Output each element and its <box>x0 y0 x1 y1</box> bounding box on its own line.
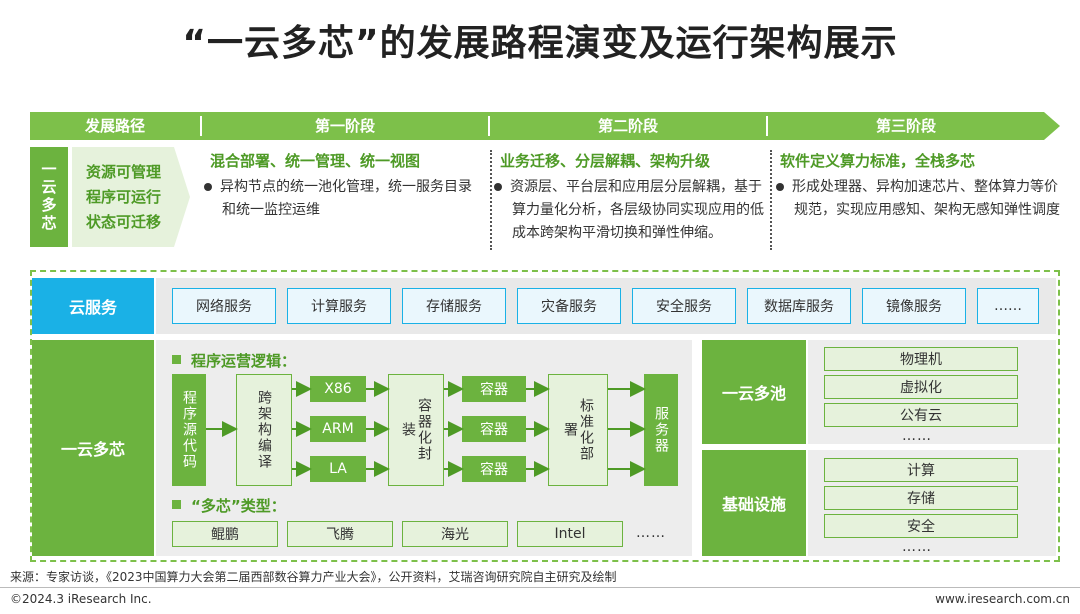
square-bullet-icon <box>172 500 181 509</box>
container-2: 容器 <box>462 416 526 442</box>
pool-physical: 物理机 <box>824 347 1018 371</box>
stage-2-text: 资源层、平台层和应用层分层解耦，基于算力量化分析，各层级协同实现应用的低成本跨架… <box>494 176 766 245</box>
service-backup: 灾备服务 <box>517 288 621 324</box>
footer-divider <box>0 587 1080 588</box>
square-bullet-icon <box>172 355 181 364</box>
program-logic-title: 程序运营逻辑： <box>172 350 296 371</box>
header-stage-2: 第二阶段 <box>597 117 658 135</box>
infra-more: …… <box>902 539 932 555</box>
infrastructure-label: 基础设施 <box>702 450 806 556</box>
header-separator <box>488 116 490 136</box>
service-database: 数据库服务 <box>747 288 851 324</box>
pool-public-cloud: 公有云 <box>824 403 1018 427</box>
arch-x86: X86 <box>310 376 366 402</box>
service-more: …… <box>977 288 1039 324</box>
server-box: 服务器 <box>644 374 678 486</box>
header-separator <box>766 116 768 136</box>
container-pack-box: 容器化封装 <box>388 374 444 486</box>
stage-divider <box>770 150 772 250</box>
arch-la: LA <box>310 456 366 482</box>
page-title: “一云多芯”的发展路程演变及运行架构展示 <box>182 23 898 64</box>
one-cloud-multi-chip-label: 一云多芯 <box>32 340 154 556</box>
chip-type-title: “多芯”类型： <box>172 495 286 516</box>
flow-arrows <box>206 381 646 477</box>
website-link[interactable]: www.iresearch.com.cn <box>935 592 1070 606</box>
stage-3-text: 形成处理器、异构加速芯片、整体算力等价规范，实现应用感知、架构无感知弹性调度 <box>776 176 1060 222</box>
pool-virtual: 虚拟化 <box>824 375 1018 399</box>
capability-item: 资源可管理 <box>86 162 162 181</box>
std-deploy-box: 标准化部署 <box>548 374 608 486</box>
chip-haiguang: 海光 <box>402 521 508 547</box>
bullet-icon <box>204 183 212 191</box>
chip-more: …… <box>636 525 666 541</box>
service-security: 安全服务 <box>632 288 736 324</box>
architecture-container <box>30 270 1060 562</box>
one-cloud-multi-pool-label: 一云多池 <box>702 340 806 444</box>
service-network: 网络服务 <box>172 288 276 324</box>
pool-more: …… <box>902 428 932 444</box>
infra-security: 安全 <box>824 514 1018 538</box>
arch-arm: ARM <box>310 416 366 442</box>
service-image: 镜像服务 <box>862 288 966 324</box>
infra-compute: 计算 <box>824 458 1018 482</box>
header-separator <box>200 116 202 136</box>
vertical-label: 一云多芯 <box>30 147 68 247</box>
cloud-service-label: 云服务 <box>32 278 154 334</box>
service-compute: 计算服务 <box>287 288 391 324</box>
stage-1-text: 异构节点的统一池化管理，统一服务目录和统一监控运维 <box>204 176 480 222</box>
service-storage: 存储服务 <box>402 288 506 324</box>
header-stage-1: 第一阶段 <box>314 117 375 135</box>
chip-intel: Intel <box>517 521 623 547</box>
bullet-icon <box>776 183 784 191</box>
stage-3-heading: 软件定义算力标准，全栈多芯 <box>780 152 976 170</box>
source-note: 来源：专家访谈，《2023中国算力大会第二届西部数谷算力产业大会》，公开资料，艾… <box>10 570 617 584</box>
stage-2-heading: 业务迁移、分层解耦、架构升级 <box>500 152 711 170</box>
header-stage-3: 第三阶段 <box>875 117 936 135</box>
stage-1-heading: 混合部署、统一管理、统一视图 <box>210 152 421 170</box>
capability-item: 程序可运行 <box>86 187 162 206</box>
chip-feiteng: 飞腾 <box>287 521 393 547</box>
infra-storage: 存储 <box>824 486 1018 510</box>
container-3: 容器 <box>462 456 526 482</box>
header-path-label: 发展路径 <box>84 117 145 135</box>
copyright: ©2024.3 iResearch Inc. <box>10 592 152 606</box>
stage-divider <box>490 150 492 250</box>
capability-arrow-box: 资源可管理 程序可运行 状态可迁移 <box>72 147 190 247</box>
capability-item: 状态可迁移 <box>86 212 162 231</box>
bullet-icon <box>494 183 502 191</box>
source-code-box: 程序源代码 <box>172 374 206 486</box>
container-1: 容器 <box>462 376 526 402</box>
chip-kunpeng: 鲲鹏 <box>172 521 278 547</box>
